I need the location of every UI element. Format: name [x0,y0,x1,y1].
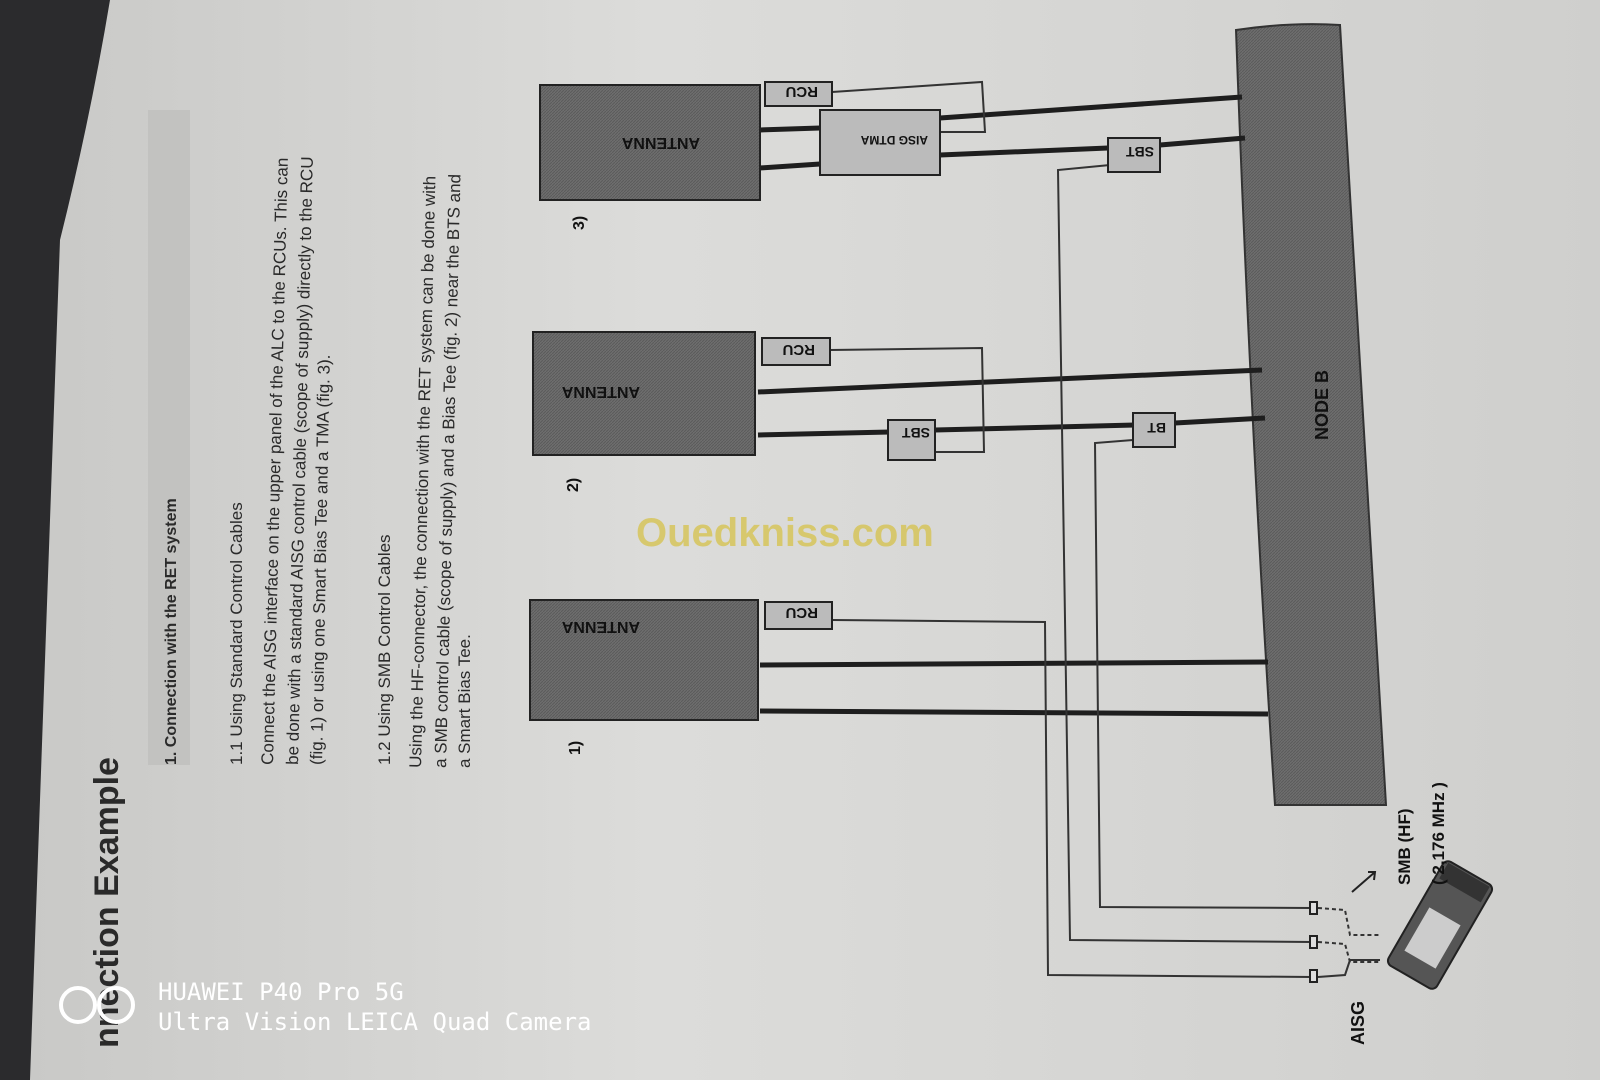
site-watermark: Ouedkniss.com [636,511,934,555]
section-heading: 1. Connection with the RET system [163,498,180,765]
figure-2-label: 2) [565,478,582,492]
smb-label: SMB (HF) [1395,809,1414,885]
figure-1-label: 1) [567,741,584,755]
rcu-2[interactable] [761,337,831,366]
rcu-3[interactable] [764,81,833,107]
sbt-3[interactable] [1107,137,1161,173]
aisg-label: AISG [1348,1001,1368,1045]
antenna-1 [529,599,759,721]
antenna-2 [532,331,756,456]
antenna-2-label: ANTENNA [561,383,640,400]
camera-watermark-line-2: Ultra Vision LEICA Quad Camera [158,1008,591,1036]
bt-2-label: BT [1147,420,1166,436]
bt-2[interactable] [1132,412,1176,448]
smb-arrow-icon [1351,871,1377,893]
sbt-3-label: SBT [1126,144,1154,160]
node-b-label: NODE B [1312,370,1332,440]
page [30,0,1600,1080]
thin-cables [829,80,1380,978]
alc-device-icon [1386,860,1494,990]
sbt-2-label: SBT [902,425,930,441]
thick-cables [757,94,1269,717]
paragraph-2-line: a Smart Bias Tee. [455,634,474,768]
figure-3-label: 3) [571,216,588,230]
aisg-dtma-label: AISG DTMA [860,133,928,147]
smb-frequency: ( 2,176 MHz ) [1429,782,1448,885]
shaded-heading-bar [148,110,190,765]
aisg-dtma[interactable] [819,109,941,176]
node-b-box [1234,23,1388,806]
rcu-2-label: RCU [783,341,816,358]
antenna-3-label: ANTENNA [621,134,700,151]
subsection-2-heading: 1.2 Using SMB Control Cables [375,534,394,765]
antenna-1-label: ANTENNA [561,618,640,635]
rcu-1[interactable] [764,601,833,630]
sbt-2[interactable] [887,419,936,461]
rcu-3-label: RCU [786,83,819,100]
aisg-connectors [1309,901,1318,983]
subsection-1-heading: 1.1 Using Standard Control Cables [227,502,246,765]
antenna-3 [539,84,761,201]
rcu-1-label: RCU [786,604,819,621]
camera-logo-icon [59,986,135,1024]
camera-watermark-line-1: HUAWEI P40 Pro 5G [158,978,404,1006]
